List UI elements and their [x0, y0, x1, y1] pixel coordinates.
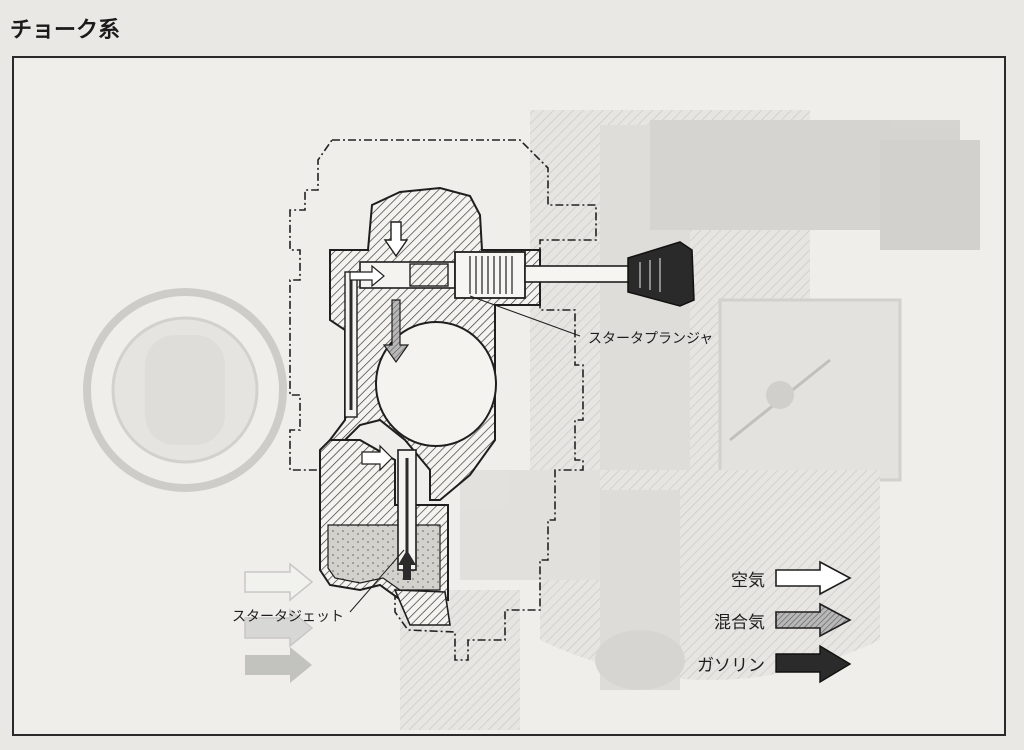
float-chamber-cavity — [375, 321, 497, 447]
air-inlet-arrow — [383, 221, 409, 258]
legend-arrow-mixture — [775, 602, 852, 638]
plunger-thread — [469, 256, 513, 294]
legend-label-gasoline: ガソリン — [697, 656, 765, 676]
choke-knob — [627, 241, 695, 307]
ghost-legend — [244, 562, 314, 683]
ghost-background — [83, 110, 980, 730]
legend-arrow-air — [775, 560, 852, 596]
bowl-bottom — [393, 589, 451, 626]
callout-starter-plunger: スタータプランジャ — [588, 331, 714, 347]
page-title: チョーク系 — [10, 18, 121, 43]
leader-starter-jet — [349, 549, 405, 613]
callout-starter-jet: スタータジェット — [232, 609, 344, 625]
air-side-arrow — [361, 444, 393, 472]
mixture-arrow — [382, 299, 410, 364]
plunger-piston — [409, 263, 449, 287]
legend-label-air: 空気 — [731, 571, 765, 591]
air-in-left-arrow — [349, 264, 385, 288]
legend-arrow-gasoline — [775, 644, 852, 684]
fuel-arrow — [398, 550, 416, 580]
plunger-nut — [454, 251, 526, 299]
legend-label-mixture: 混合気 — [714, 613, 765, 633]
plunger-rod — [524, 265, 636, 283]
leader-starter-plunger — [469, 295, 581, 337]
housing-outline — [289, 139, 597, 661]
